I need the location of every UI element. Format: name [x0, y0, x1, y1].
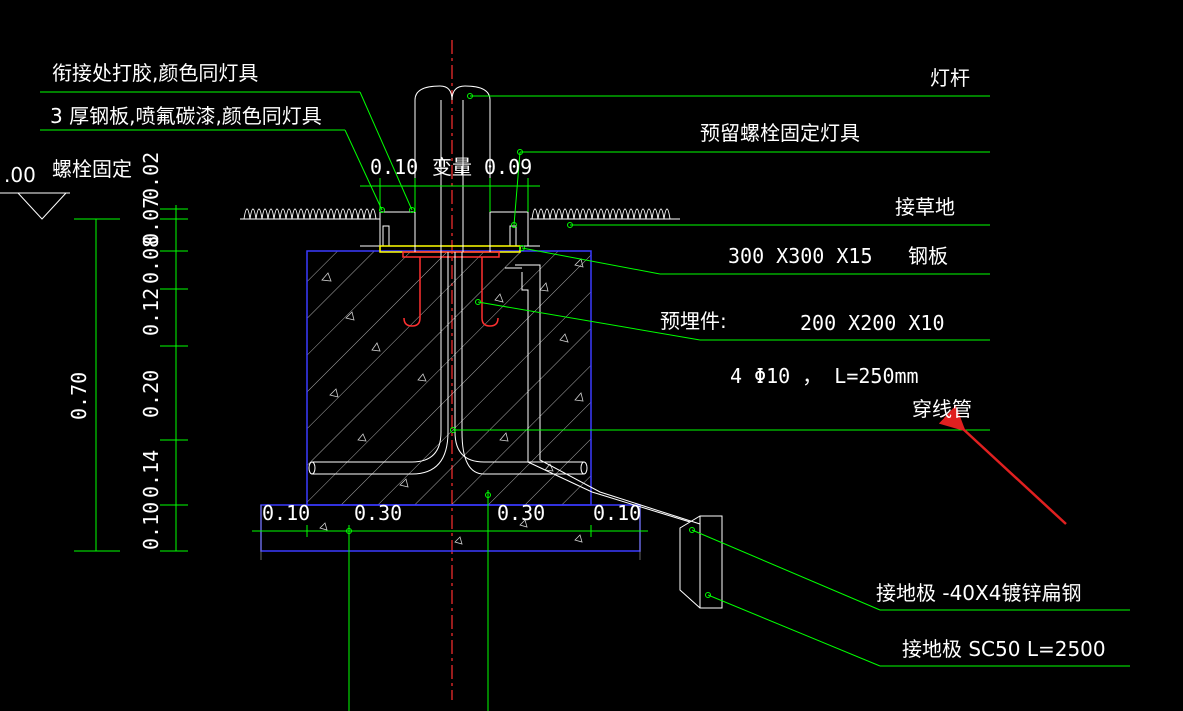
dim-top-right: 0.09: [484, 155, 532, 179]
dim-seg-5: 0.14: [139, 450, 163, 498]
steel-cover: [360, 211, 540, 247]
leader-lines: [40, 91, 1130, 667]
label-steel-plate: 钢板: [908, 244, 948, 268]
vertical-dimension: [74, 205, 188, 552]
label-ground-rod: 接地极 SC50 L=2500: [902, 637, 1106, 661]
dim-bottom-1: 0.30: [354, 501, 402, 525]
label-plate-paint: 3 厚钢板,喷氟碳漆,颜色同灯具: [50, 104, 322, 128]
leader-dots: [346, 93, 711, 598]
dim-top-left: 0.10: [370, 155, 418, 179]
grass-left: [240, 208, 380, 220]
embedded-plate: [402, 251, 500, 258]
dim-bottom-0: 0.10: [262, 501, 310, 525]
red-arrow: [938, 405, 1067, 525]
label-lamp-pole: 灯杆: [930, 66, 970, 90]
dim-seg-0: 0.02: [139, 152, 163, 200]
dim-seg-2: 0.08: [139, 236, 163, 284]
label-ground-flat-steel: 接地极 -40X4镀锌扁钢: [876, 581, 1081, 605]
label-steel-plate-size: 300 X300 X15: [728, 244, 873, 268]
dim-bottom-3: 0.10: [593, 501, 641, 525]
label-joint-glue: 衔接处打胶,颜色同灯具: [52, 61, 258, 85]
bottom-dimension: [252, 490, 648, 711]
rebar-hooks: [403, 257, 499, 327]
grounding-flat-steel: [505, 264, 701, 525]
label-conduit: 穿线管: [912, 397, 972, 421]
top-dimension: [360, 178, 540, 212]
concrete-foundation: [306, 250, 592, 506]
dim-seg-6: 0.10: [139, 502, 163, 550]
dim-seg-3: 0.12: [139, 288, 163, 336]
level-marker: [0, 192, 70, 220]
dim-bottom-2: 0.30: [497, 501, 545, 525]
label-embedded-size: 200 X200 X10: [800, 311, 945, 335]
dim-variable: 变量: [432, 155, 472, 179]
label-to-grass: 接草地: [895, 195, 955, 219]
label-level: .00: [4, 163, 36, 187]
ground-rod: [679, 515, 723, 609]
grass-right: [530, 208, 680, 220]
label-embedded-part: 预埋件:: [660, 309, 727, 333]
dim-vertical-total: 0.70: [67, 372, 91, 420]
lamp-pole: [414, 85, 491, 252]
dim-seg-1: 0.07: [139, 197, 163, 245]
label-reserved-bolt: 预留螺栓固定灯具: [700, 121, 860, 145]
dim-seg-4: 0.20: [139, 370, 163, 418]
base-slab: [252, 504, 648, 560]
label-rebar: 4 Φ10 ， L=250mm: [730, 364, 919, 388]
label-bolt-fix: 螺栓固定: [52, 157, 132, 181]
